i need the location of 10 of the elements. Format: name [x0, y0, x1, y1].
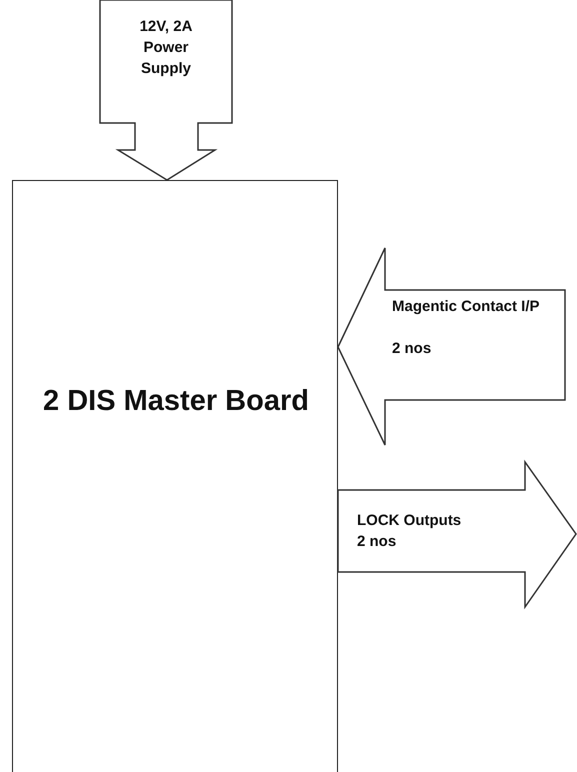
block-arrow-down [100, 0, 232, 180]
block-label: LOCK Outputs [357, 511, 462, 531]
board-title: 2 DIS Master Board [42, 384, 310, 419]
block-label: 12V, 2A Power Supply [138, 17, 194, 79]
block-arrow-left [338, 248, 566, 446]
block-label: 2 nos [392, 339, 432, 359]
block-label: Magentic Contact I/P [392, 297, 541, 317]
board-box [12, 180, 338, 772]
block-label: 2 nos [357, 532, 398, 552]
block-arrow-right [338, 462, 577, 608]
